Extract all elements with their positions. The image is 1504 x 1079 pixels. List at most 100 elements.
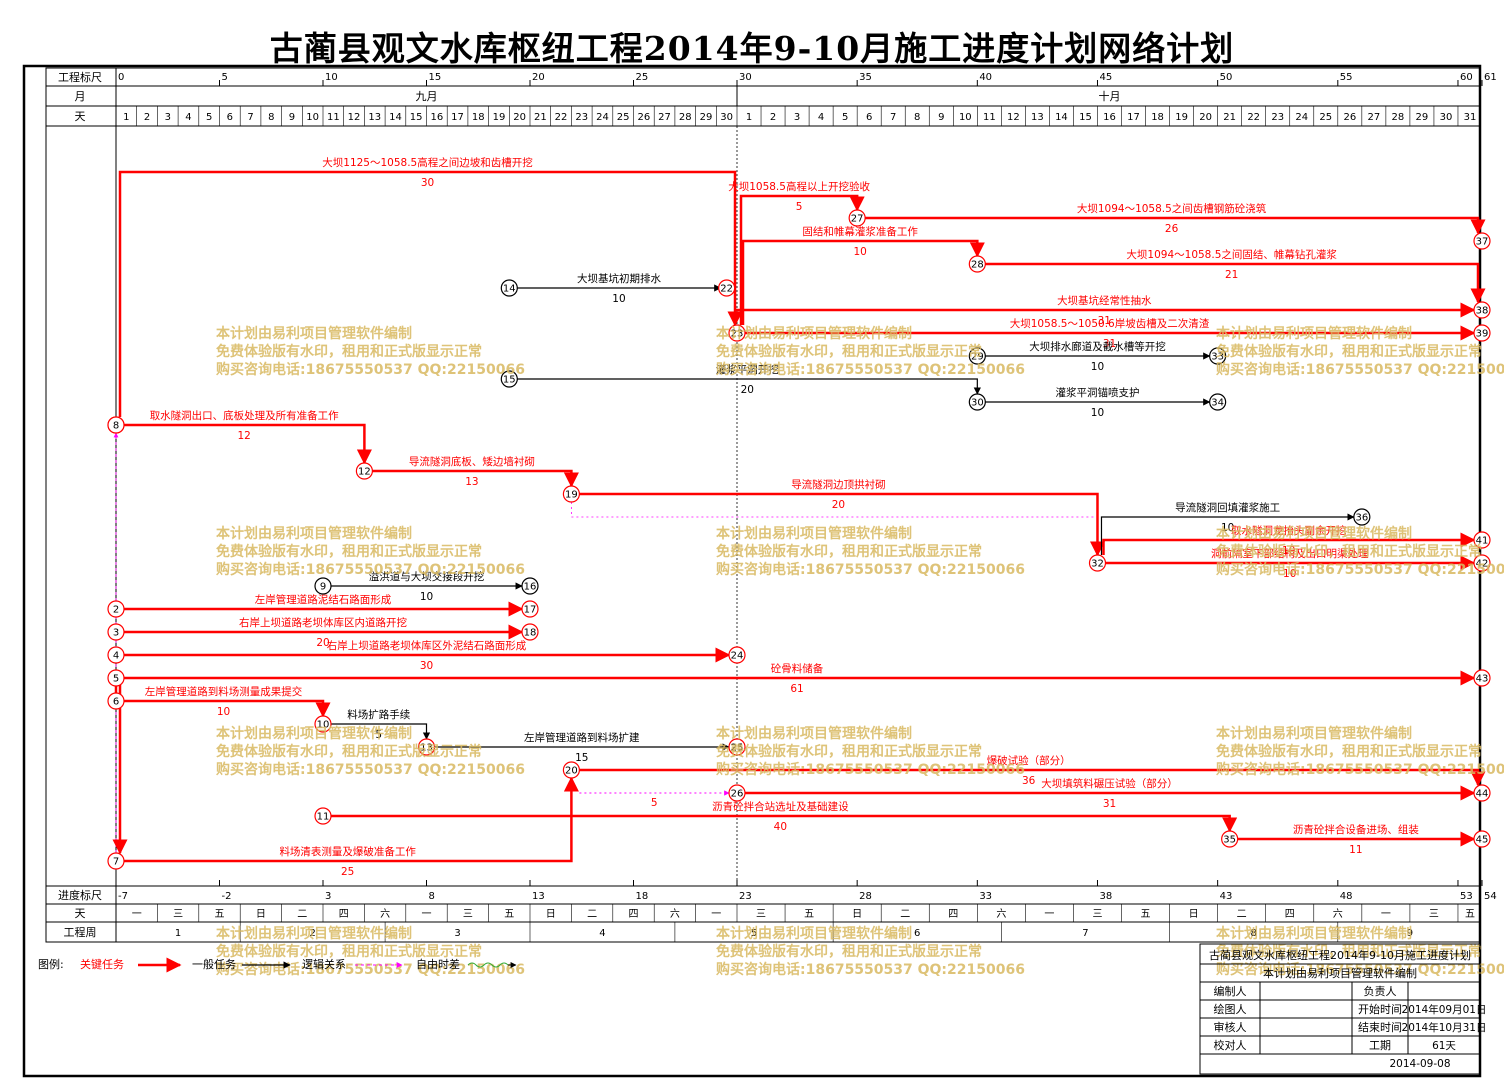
node-label: 37 [1476, 237, 1489, 248]
day-cell: 8 [914, 112, 920, 123]
day-cell: 14 [1055, 112, 1068, 123]
node-label: 38 [1476, 306, 1489, 317]
watermark-text: 免费体验版有水印，租用和正式版显示正常 [1216, 743, 1482, 760]
node-label: 42 [1476, 559, 1489, 570]
day-cell: 4 [818, 112, 824, 123]
day-cell: 30 [1440, 112, 1453, 123]
day-cell: 9 [938, 112, 944, 123]
watermark-text: 免费体验版有水印，租用和正式版显示正常 [1216, 543, 1482, 560]
progress-tick: -7 [118, 891, 128, 902]
day-cell: 6 [227, 112, 233, 123]
node-13 [417, 738, 436, 756]
day-cell: 26 [1343, 112, 1356, 123]
node-label: 19 [565, 490, 578, 501]
day-cell: 31 [1464, 112, 1477, 123]
info-key: 结束时间 [1358, 1021, 1402, 1034]
weekday-cell: 三 [463, 909, 473, 920]
day-cell: 23 [575, 112, 588, 123]
progress-tick: 33 [979, 891, 992, 902]
node-label: 24 [731, 651, 744, 662]
day-cell: 18 [1151, 112, 1164, 123]
task-duration: 10 [420, 591, 433, 603]
scale-tick: 60 [1460, 72, 1473, 83]
node-20 [562, 761, 581, 779]
node-24 [728, 646, 746, 664]
node-36 [1353, 508, 1371, 526]
task-arrow-20-44 [579, 768, 1486, 787]
task-arrow-8-12 [124, 423, 372, 465]
weekday-cell: 四 [948, 909, 958, 920]
watermark-text: 本计划由易利项目管理软件编制 [716, 725, 912, 742]
task-duration: 10 [1091, 407, 1104, 419]
info-date: 2014-09-08 [1389, 1058, 1450, 1070]
float-20-26-duration: 5 [651, 797, 658, 809]
scale-tick: 0 [118, 72, 124, 83]
node-6 [107, 692, 125, 710]
info-box: 古蔺县观文水库枢纽工程2014年9-10月施工进度计划本计划由易利项目管理软件编… [1199, 943, 1486, 1075]
week-cell: 3 [454, 928, 460, 939]
node-label: 27 [851, 214, 864, 225]
node-7 [107, 852, 125, 870]
task-name: 取水隧洞龙抬头副余开挖 [1231, 524, 1347, 537]
node-28 [968, 255, 986, 273]
weekday-cell: 四 [629, 909, 639, 920]
task-name: 左岸管理道路到料场测量成果提交 [145, 685, 303, 698]
watermark-text: 免费体验版有水印，租用和正式版显示正常 [716, 743, 982, 760]
node-2 [107, 600, 125, 618]
node-label: 13 [420, 743, 433, 754]
node-label: 6 [113, 697, 119, 708]
node-26 [728, 784, 746, 802]
info-key: 校对人 [1214, 1038, 1247, 1052]
day-cell: 28 [1392, 112, 1405, 123]
node-16 [521, 577, 539, 595]
node-label: 34 [1211, 398, 1224, 409]
node-label: 11 [317, 812, 330, 823]
day-cell: 4 [185, 112, 191, 123]
node-5 [107, 669, 125, 687]
task-name: 大坝填筑料碾压试验（部分） [1041, 777, 1178, 790]
node-label: 4 [113, 651, 119, 662]
progress-tick: 38 [1099, 891, 1112, 902]
node-35 [1221, 830, 1239, 848]
week-cell: 9 [1407, 928, 1413, 939]
task-name: 大坝基坑经常性抽水 [1057, 294, 1152, 307]
scale-tick: 45 [1099, 72, 1112, 83]
task-duration: 10 [1091, 361, 1104, 373]
month-label: 月 [75, 90, 86, 103]
task-name: 导流隧洞边顶拱衬砌 [791, 478, 886, 491]
watermark-text: 购买咨询电话:18675550537 QQ:22150066 [716, 361, 1025, 378]
watermark-text: 本计划由易利项目管理软件编制 [216, 525, 412, 542]
node-23 [728, 324, 746, 342]
day-cell: 21 [1223, 112, 1236, 123]
weekday-cell: 一 [1044, 909, 1054, 920]
task-duration: 10 [217, 706, 230, 718]
node-44 [1473, 784, 1491, 802]
node-label: 8 [113, 421, 119, 432]
node-42 [1473, 554, 1491, 572]
legend-float: 自由时差 [416, 957, 460, 971]
watermark-text: 免费体验版有水印，租用和正式版显示正常 [716, 543, 982, 560]
node-label: 41 [1476, 536, 1489, 547]
task-duration: 13 [465, 476, 478, 488]
node-22 [718, 279, 736, 297]
progress-tick: 13 [532, 891, 545, 902]
day-cell: 15 [1079, 112, 1092, 123]
watermark-text: 本计划由易利项目管理软件编制 [216, 725, 412, 742]
day-cell: 1 [746, 112, 752, 123]
day-cell: 24 [596, 112, 609, 123]
week-label: 工程周 [64, 926, 97, 939]
node-label: 29 [971, 352, 984, 363]
week-cell: 5 [751, 928, 757, 939]
weekday-cell: 三 [173, 909, 183, 920]
month-september: 九月 [416, 90, 438, 103]
task-duration: 20 [741, 384, 754, 396]
watermark-text: 本计划由易利项目管理软件编制 [216, 325, 412, 342]
node-4 [107, 646, 125, 664]
node-label: 43 [1476, 674, 1489, 685]
node-11 [314, 807, 332, 825]
task-name: 左岸管理道路到料场扩建 [524, 731, 640, 744]
watermark-text: 免费体验版有水印，租用和正式版显示正常 [1216, 943, 1482, 960]
node-label: 15 [503, 375, 516, 386]
day-cell: 13 [1031, 112, 1044, 123]
node-label: 10 [317, 720, 330, 731]
